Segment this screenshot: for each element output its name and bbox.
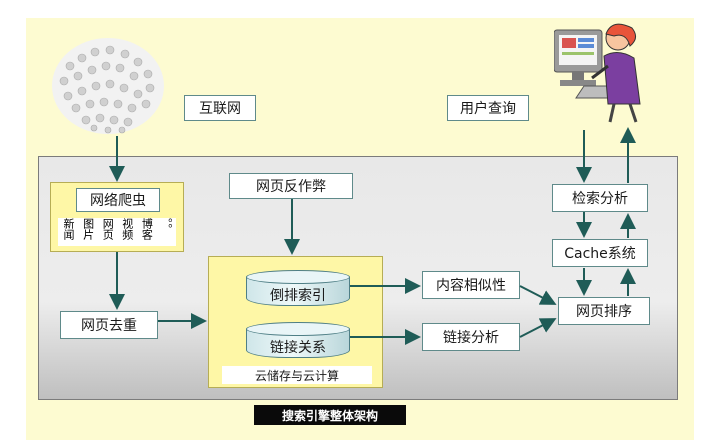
link-analysis-node: 链接分析	[422, 323, 520, 351]
page-rank-node: 网页排序	[558, 297, 650, 325]
diagram-caption: 搜索引擎整体架构	[254, 405, 406, 425]
internet-node: 互联网	[184, 95, 256, 121]
link-relation-label: 链接关系	[270, 340, 326, 356]
inverted-index-db: 倒排索引	[246, 270, 350, 306]
cloud-storage-label: 云储存与云计算	[222, 366, 372, 384]
user-query-node: 用户查询	[447, 95, 529, 121]
computer-user-icon	[553, 20, 644, 126]
source-blogs: 博客	[140, 218, 154, 240]
network-globe-icon	[50, 36, 166, 136]
arrow-similarity-to-rank	[519, 285, 557, 305]
cache-node: Cache系统	[552, 239, 648, 267]
source-images: 图片	[81, 218, 95, 240]
antispam-node: 网页反作弊	[229, 173, 353, 199]
crawler-sources: 新闻 图片 网页 视频 博客 。。	[58, 218, 176, 246]
arrow-analysis-to-rank	[519, 318, 557, 338]
content-similarity-node: 内容相似性	[422, 271, 520, 299]
source-webpages: 网页	[101, 218, 115, 240]
source-videos: 视频	[120, 218, 134, 240]
crawler-node: 网络爬虫	[76, 188, 160, 212]
inverted-index-label: 倒排索引	[270, 288, 326, 304]
source-more: 。。	[159, 218, 173, 235]
link-relation-db: 链接关系	[246, 322, 350, 358]
query-analysis-node: 检索分析	[552, 184, 648, 212]
dedup-node: 网页去重	[60, 311, 158, 339]
source-news: 新闻	[62, 218, 75, 240]
